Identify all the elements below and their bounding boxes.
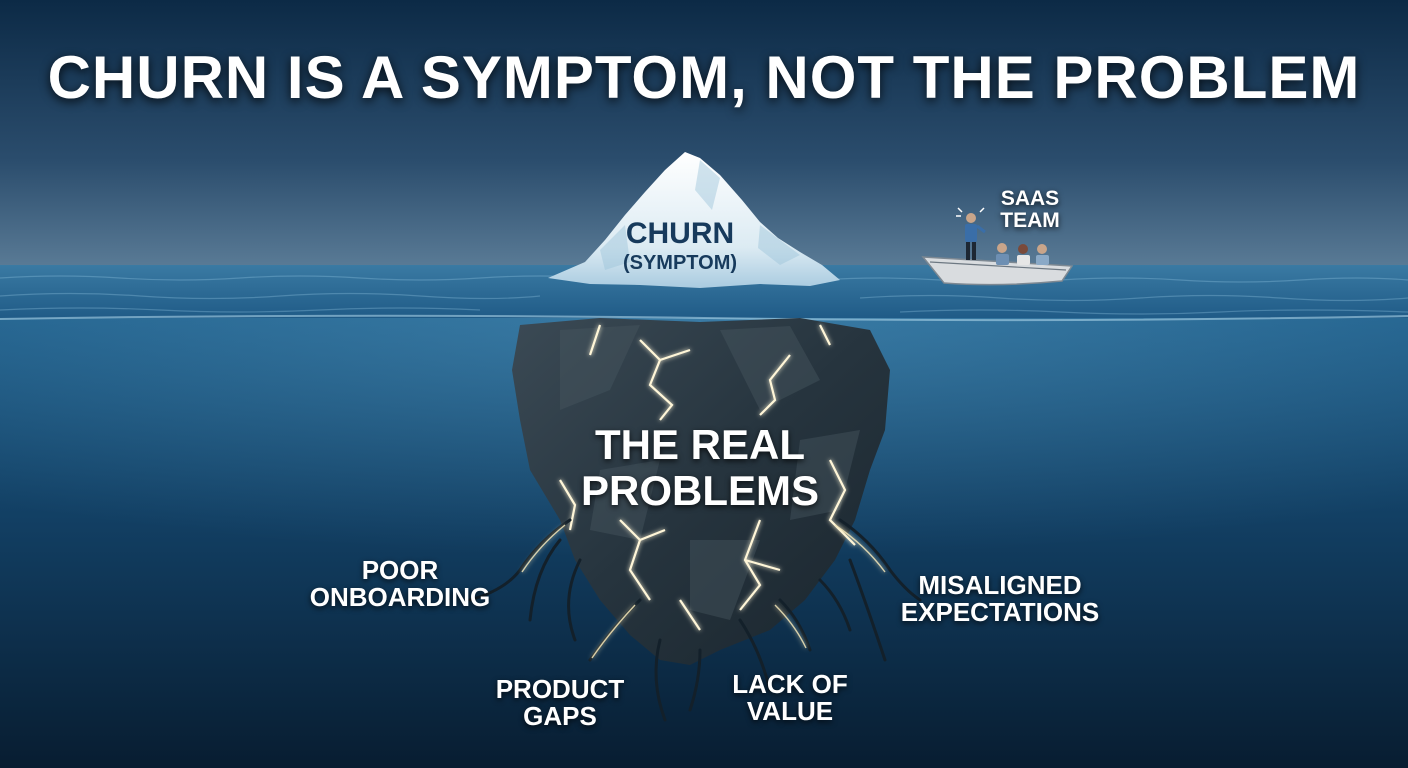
lack-of-value-line2: VALUE: [710, 698, 870, 725]
product-gaps-label: PRODUCT GAPS: [470, 676, 650, 731]
poor-onboarding-label: POOR ONBOARDING: [300, 557, 500, 612]
real-problems-label: THE REAL PROBLEMS: [560, 422, 840, 514]
real-problems-line2: PROBLEMS: [560, 468, 840, 514]
lack-of-value-line1: LACK OF: [710, 671, 870, 698]
page-title: CHURN IS A SYMPTOM, NOT THE PROBLEM: [0, 46, 1408, 109]
churn-label-line1: CHURN: [600, 218, 760, 250]
churn-label-line2: (SYMPTOM): [600, 253, 760, 274]
team-label-line2: TEAM: [985, 210, 1075, 232]
churn-symptom-label: CHURN (SYMPTOM): [600, 218, 760, 274]
product-gaps-line2: GAPS: [470, 703, 650, 730]
lack-of-value-label: LACK OF VALUE: [710, 671, 870, 726]
misaligned-line2: EXPECTATIONS: [890, 599, 1110, 626]
team-label-line1: SAAS: [985, 188, 1075, 210]
saas-team-label: SAAS TEAM: [985, 188, 1075, 232]
product-gaps-line1: PRODUCT: [470, 676, 650, 703]
misaligned-expectations-label: MISALIGNED EXPECTATIONS: [890, 572, 1110, 627]
misaligned-line1: MISALIGNED: [890, 572, 1110, 599]
poor-onboarding-line1: POOR: [300, 557, 500, 584]
real-problems-line1: THE REAL: [560, 422, 840, 468]
poor-onboarding-line2: ONBOARDING: [300, 584, 500, 611]
